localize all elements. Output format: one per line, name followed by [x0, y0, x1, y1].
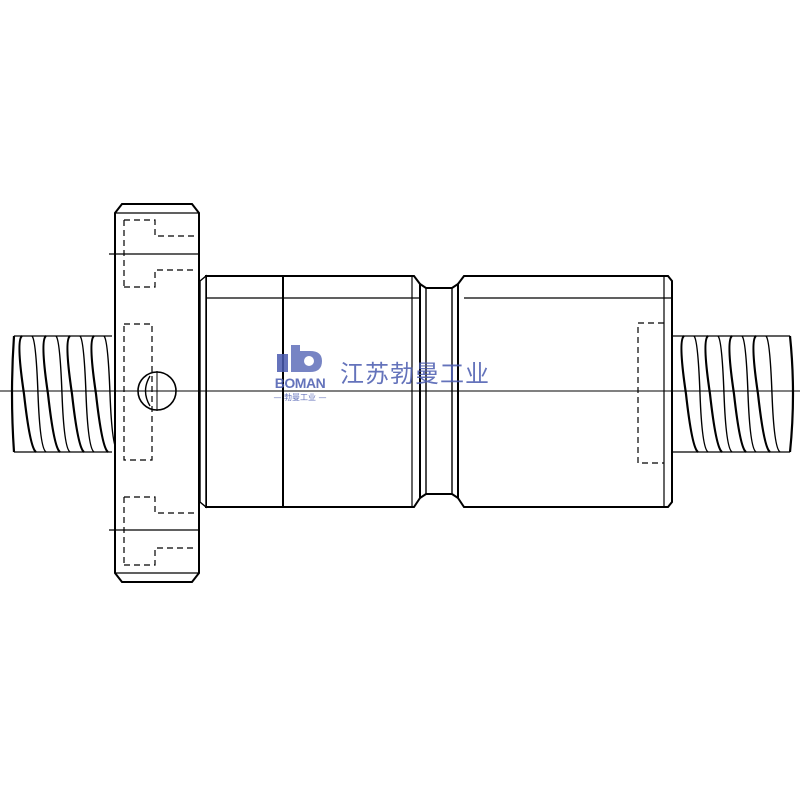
thread-root: [765, 335, 781, 453]
logo-subtitle: — 勃曼工业 —: [273, 392, 326, 402]
thread-crest: [18, 335, 37, 453]
screw-threads-left: [18, 335, 119, 453]
thread-root: [693, 335, 709, 453]
flange-bolt-holes-hidden: [123, 219, 196, 566]
thread-root: [741, 335, 757, 453]
thread-root: [55, 335, 71, 453]
nut-body-right-lines: [464, 276, 673, 507]
company-name-watermark: 江苏勃曼工业: [340, 360, 490, 388]
nut-body-lines: [206, 276, 420, 507]
thread-crest: [680, 335, 699, 453]
thread-root: [79, 335, 95, 453]
thread-crest: [728, 335, 747, 453]
logo-mark: [277, 354, 288, 372]
nut-body-right: [457, 275, 673, 508]
thread-crest: [90, 335, 109, 453]
logo-brand-text: BOMAN: [275, 375, 326, 391]
boman-logo: BOMAN — 勃曼工业 —: [273, 345, 327, 402]
nut-recess-hidden: [637, 322, 664, 464]
thread-root: [31, 335, 47, 453]
thread-crest: [704, 335, 723, 453]
thread-crest: [752, 335, 771, 453]
thread-crest: [42, 335, 61, 453]
nut-body: [199, 274, 421, 509]
thread-crest: [66, 335, 85, 453]
screw-shaft-left: [10, 335, 112, 453]
screw-threads-right: [680, 335, 781, 453]
thread-root: [717, 335, 733, 453]
